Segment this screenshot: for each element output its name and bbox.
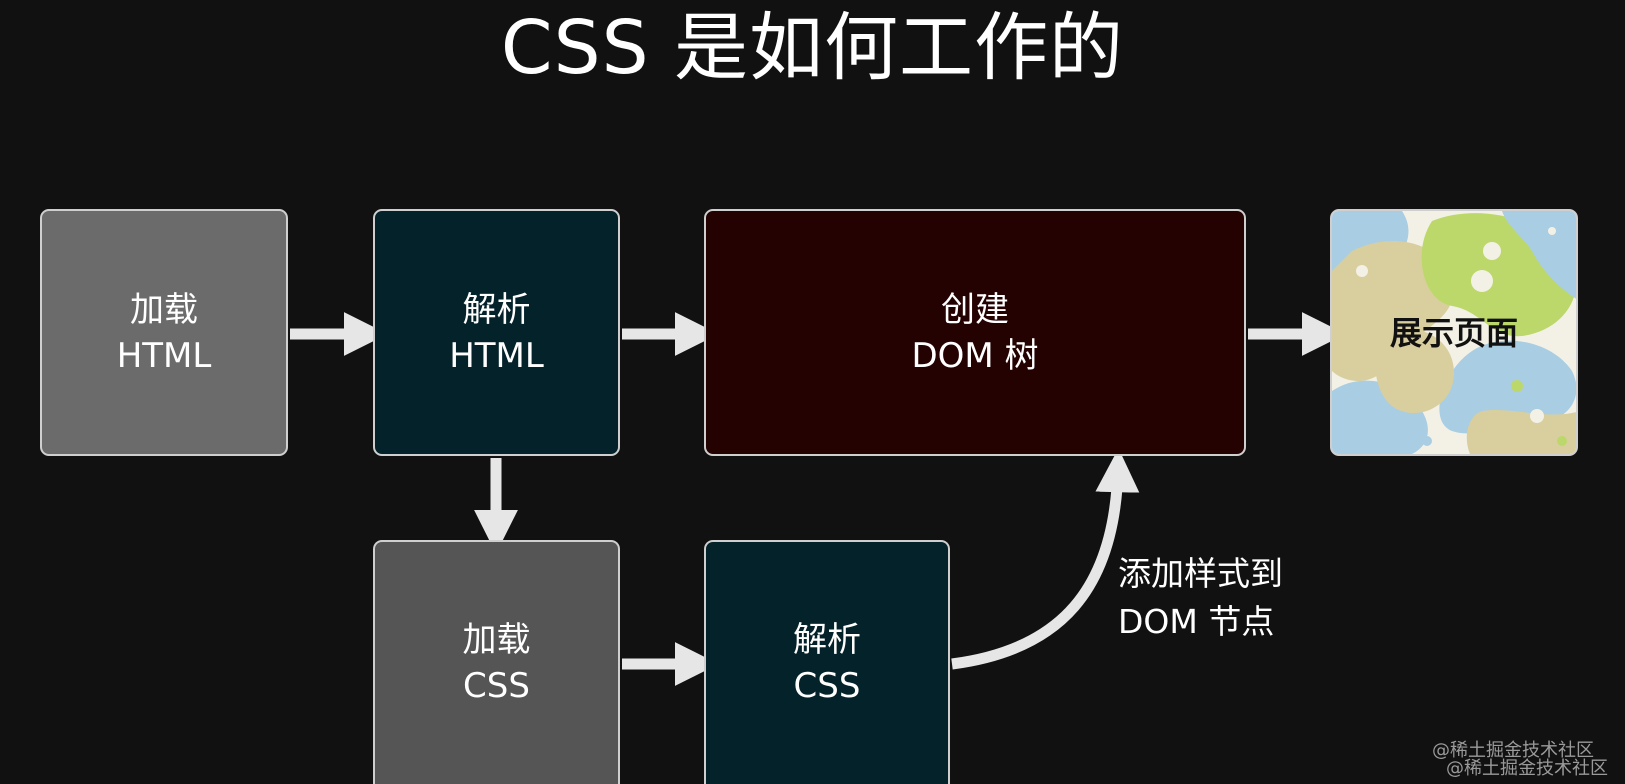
arrow-parse-css-to-create-dom bbox=[951, 448, 1140, 670]
node-create-dom: 创建 DOM 树 bbox=[704, 209, 1246, 456]
node-load-html-line-1: 加载 bbox=[130, 289, 198, 330]
node-parse-css-line-1: 解析 bbox=[793, 620, 861, 660]
node-parse-css-line-2: CSS bbox=[793, 666, 861, 706]
node-load-css: 加载 CSS bbox=[373, 540, 620, 784]
node-render-page: 展示页面 bbox=[1330, 209, 1578, 456]
node-create-dom-line-1: 创建 bbox=[941, 289, 1009, 330]
edge-label-add-styles: 添加样式到 DOM 节点 bbox=[1118, 550, 1338, 646]
abstract-pattern-image bbox=[1332, 211, 1576, 454]
watermark-shadow: @稀土掘金技术社区 bbox=[1446, 758, 1608, 779]
node-parse-css: 解析 CSS bbox=[704, 540, 950, 784]
node-load-css-line-2: CSS bbox=[463, 666, 530, 706]
node-load-html: 加载 HTML bbox=[40, 209, 288, 456]
watermark: @稀土掘金技术社区 bbox=[1432, 740, 1594, 761]
edge-label-line-2: DOM 节点 bbox=[1118, 602, 1275, 641]
node-parse-html-line-2: HTML bbox=[449, 335, 544, 376]
node-render-page-label: 展示页面 bbox=[1389, 313, 1518, 352]
diagram-title: CSS 是如何工作的 bbox=[500, 5, 1125, 91]
node-parse-html: 解析 HTML bbox=[373, 209, 620, 456]
node-create-dom-line-2: DOM 树 bbox=[911, 335, 1039, 376]
node-load-html-line-2: HTML bbox=[116, 335, 212, 376]
edge-label-line-1: 添加样式到 bbox=[1118, 554, 1283, 593]
node-parse-html-line-1: 解析 bbox=[462, 289, 531, 330]
node-load-css-line-1: 加载 bbox=[462, 620, 531, 660]
